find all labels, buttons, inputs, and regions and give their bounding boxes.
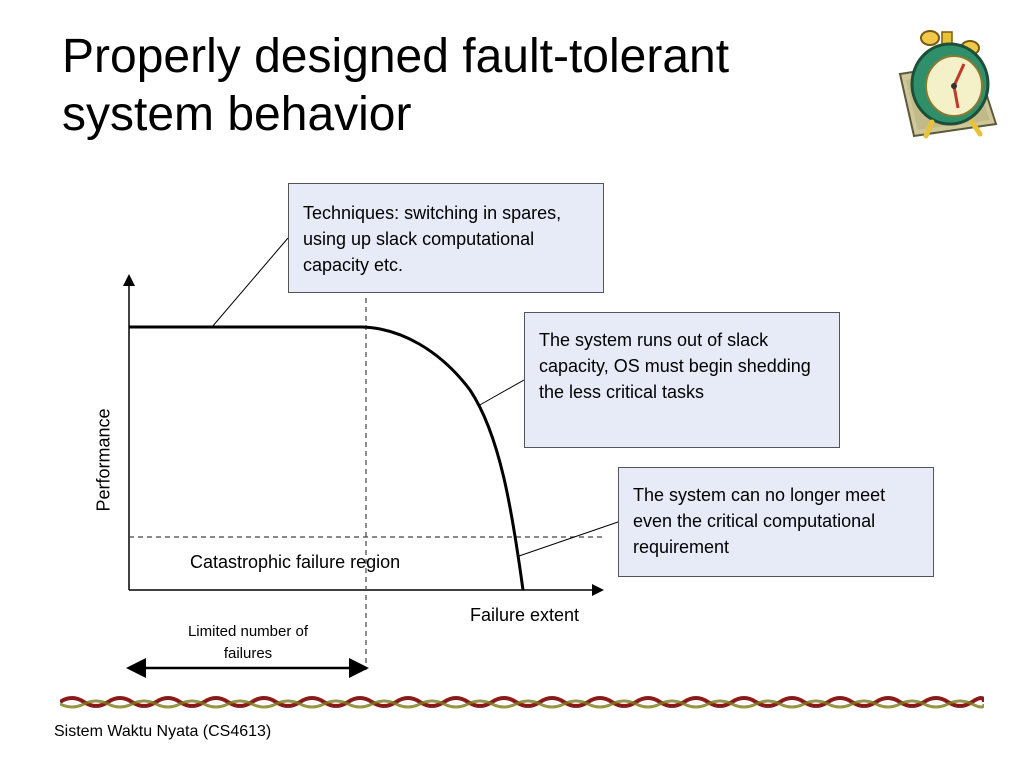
catastrophic-region-label: Catastrophic failure region (190, 552, 400, 573)
slide-footer: Sistem Waktu Nyata (CS4613) (54, 723, 271, 741)
performance-curve (129, 327, 523, 590)
callout-slack-exhausted: The system runs out of slack capacity, O… (524, 312, 840, 448)
limited-failures-label: Limited number of failures (166, 621, 330, 665)
callout-1-leader (212, 238, 288, 327)
callout-techniques: Techniques: switching in spares, using u… (288, 183, 604, 293)
x-axis-label: Failure extent (470, 605, 579, 626)
callout-2-leader (478, 380, 524, 406)
y-axis-label: Performance (94, 408, 115, 511)
callout-critical-failure: The system can no longer meet even the c… (618, 467, 934, 577)
decorative-rope-divider (60, 690, 984, 714)
callout-3-leader (519, 522, 618, 556)
